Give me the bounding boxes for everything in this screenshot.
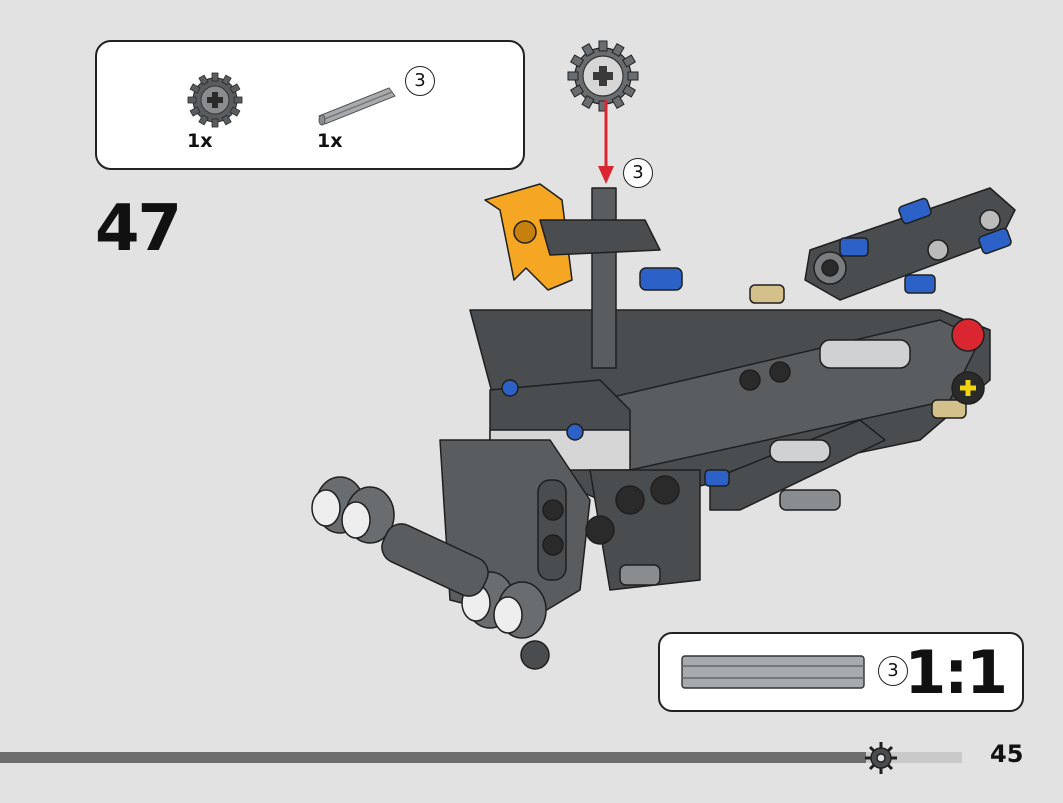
parts-list-box: 1x 3 1x <box>95 40 525 170</box>
scale-ratio: 1:1 <box>904 638 1008 708</box>
axle-length-callout: 3 <box>405 66 435 96</box>
page-number: 45 <box>990 740 1024 768</box>
gear-part-icon <box>187 72 243 128</box>
insert-arrow <box>598 100 614 184</box>
progress-bar <box>0 752 962 763</box>
axle-part-icon <box>318 87 396 126</box>
axle-quantity: 1x <box>317 130 343 152</box>
progress-gear-icon <box>865 742 897 774</box>
progress-bar-fill <box>0 752 866 763</box>
scale-reference-box: 3 1:1 <box>658 632 1024 712</box>
step-axle-length-callout: 3 <box>623 158 653 188</box>
model-assembly-illustration <box>311 183 1016 670</box>
incoming-gear-illustration <box>567 40 639 112</box>
gear-quantity: 1x <box>187 130 213 152</box>
scale-axle-length-callout: 3 <box>878 656 908 686</box>
axle-scale-graphic <box>681 655 865 689</box>
step-number: 47 <box>95 192 182 266</box>
